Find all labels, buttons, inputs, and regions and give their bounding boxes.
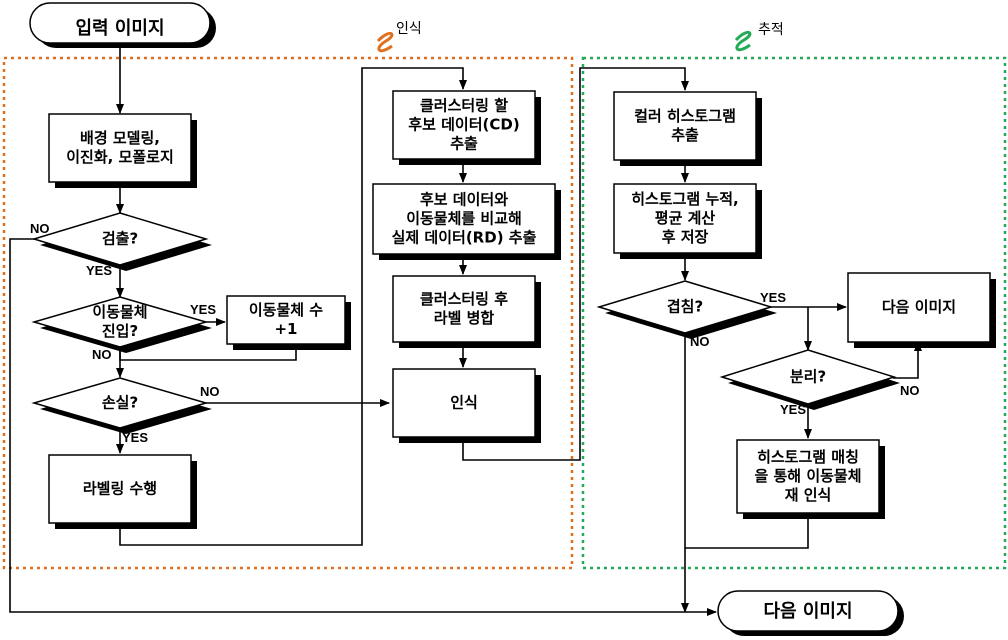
node-text: 재 인식 [785, 486, 832, 504]
node-text: 이진화, 모폴로지 [66, 148, 174, 166]
svg-text:입력 이미지: 입력 이미지 [75, 17, 164, 39]
node-text: 이동물체 수 [249, 301, 323, 319]
node-text: 히스토그램 매칭 [757, 448, 859, 466]
node-text: 진입? [102, 322, 138, 340]
edge-label-enter-yes: YES [190, 302, 216, 317]
node-text: 클러스터링 후 [420, 290, 508, 308]
edge-label-overlap-no: NO [690, 334, 710, 349]
node-text: 후 저장 [662, 228, 709, 246]
node-text: 라벨링 수행 [83, 480, 157, 498]
node-text: 후보 데이터(CD) [408, 116, 519, 134]
node-text: +1 [274, 320, 297, 338]
node-recognize: 인식 [392, 368, 541, 443]
tracking-region [581, 56, 1007, 570]
node-text: 추출 [671, 126, 699, 144]
tracking-region-label: 추적 [758, 22, 784, 38]
node-cd: 클러스터링 할후보 데이터(CD)추출 [392, 90, 541, 165]
node-text: 다음 이미지 [882, 298, 956, 316]
node-overlap: 겹침? [596, 280, 777, 339]
node-text: 배경 모델링, [80, 129, 160, 147]
start-terminal: 입력 이미지 [29, 2, 216, 48]
node-split: 분리? [719, 349, 900, 410]
node-text: 클러스터링 할 [420, 97, 508, 115]
node-text: 이동물체 [92, 303, 147, 321]
edge-label-detect-yes: YES [86, 263, 112, 278]
edge-label-detect-no: NO [30, 221, 50, 236]
node-text: 손실? [102, 394, 138, 412]
node-text: 히스토그램 누적, [631, 190, 739, 208]
end-terminal: 다음 이미지 [717, 590, 904, 636]
edge-label-loss-no: NO [200, 384, 220, 399]
node-count: 이동물체 수+1 [226, 295, 351, 350]
node-bg-model: 배경 모델링,이진화, 모폴로지 [48, 113, 197, 188]
node-text: 컬러 히스토그램 [634, 107, 736, 125]
node-merge: 클러스터링 후라벨 병합 [392, 275, 541, 348]
edge-label-split-yes: YES [780, 402, 806, 417]
node-detect: 검출? [31, 212, 212, 271]
node-loss: 손실? [31, 377, 212, 434]
node-accum: 히스토그램 누적,평균 계산후 저장 [613, 183, 762, 259]
edge-label-enter-no: NO [92, 347, 112, 362]
recognition-squiggle-icon [376, 31, 394, 53]
node-label: 라벨링 수행 [48, 454, 197, 529]
node-text: 평균 계산 [655, 209, 716, 227]
edges [9, 45, 922, 616]
node-text: 실제 데이터(RD) 추출 [392, 229, 537, 247]
edge-label-loss-yes: YES [122, 430, 148, 445]
node-text: 겹침? [667, 298, 703, 316]
node-text: 라벨 병합 [434, 309, 495, 327]
node-text: 인식 [450, 394, 478, 412]
node-text: 추출 [450, 135, 478, 153]
node-next: 다음 이미지 [847, 272, 996, 348]
node-text: 이동물체를 비교해 [406, 210, 522, 228]
tracking-squiggle-icon [734, 30, 752, 52]
node-text: 검출? [102, 230, 138, 248]
node-text: 분리? [790, 368, 826, 386]
edge-label-overlap-yes: YES [760, 290, 786, 305]
node-text: 을 통해 이동물체 [754, 467, 861, 485]
svg-text:다음 이미지: 다음 이미지 [763, 601, 852, 622]
edge-label-split-no: NO [900, 383, 920, 398]
node-text: 후보 데이터와 [420, 191, 508, 209]
recognition-region-label: 인식 [396, 21, 422, 37]
